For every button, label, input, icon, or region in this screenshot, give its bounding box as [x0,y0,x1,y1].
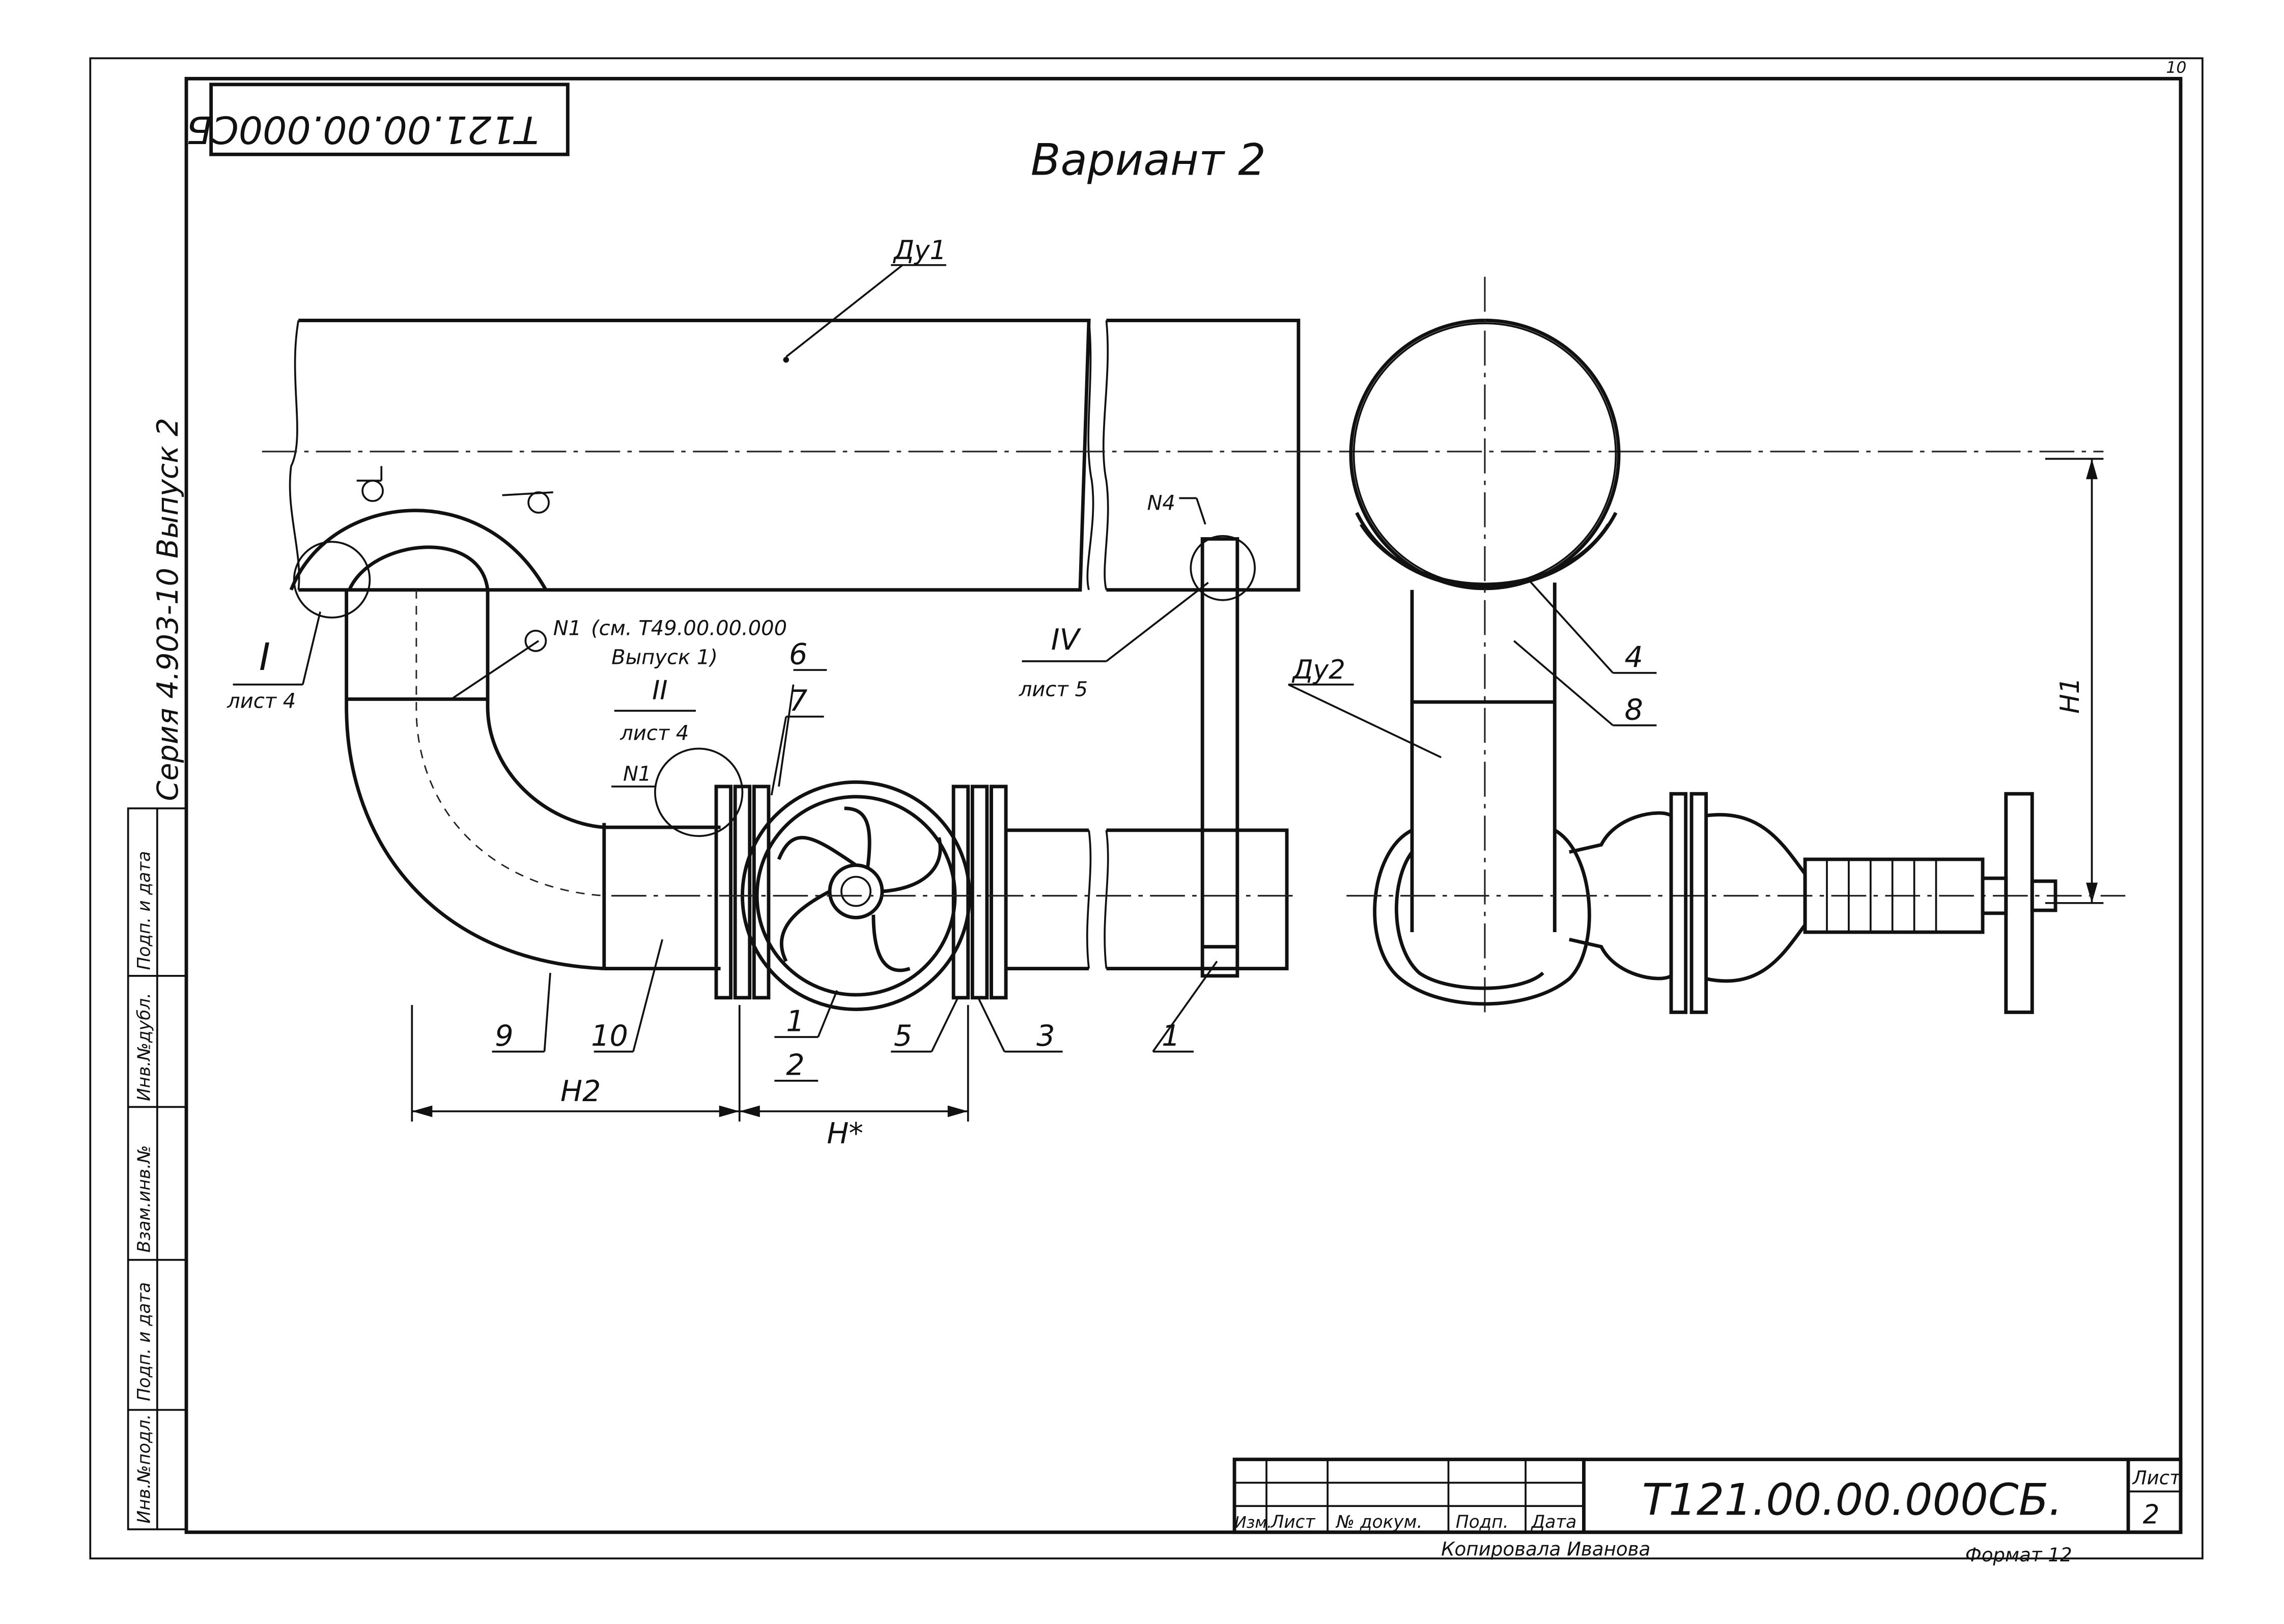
series-label: Серия 4.903-10 Выпуск 2 [151,418,185,801]
callout-IV-sheet: лист 5 [1019,678,1088,702]
stamp-vzam-inv: Взам.инв.№ [134,1145,155,1252]
dimension-lines [411,458,2104,1122]
outer-frame [89,57,2204,1560]
stamp-inv-podl: Инв.№подл. [134,1414,155,1524]
pos-8: 8 [1625,693,1643,726]
stamp-inv-dubl: Инв.№дубл. [134,993,155,1101]
saddle [289,466,553,591]
callout-N1-b: N1 [623,762,651,786]
tb-format: Формат 12 [1965,1544,2072,1566]
callout-N4: N4 [1147,491,1175,515]
tb-h-list: Лист [1270,1512,1316,1532]
rotated-code: Т121.00.00.000СБ [186,107,539,152]
label-dy1: Ду1 [893,235,946,266]
tb-h-dokum: № докум. [1335,1512,1422,1532]
pos-2: 2 [786,1048,804,1082]
side-view [1288,276,2126,1020]
stamp-podp-data-1: Подп. и дата [134,1282,155,1401]
detail-IV-circle [1190,535,1256,601]
tb-sheet-label: Лист [2132,1466,2182,1489]
rotated-code-box [209,82,570,156]
detail-I-circle [293,541,371,619]
left-stamp: Инв.№подл. Подп. и дата Взам.инв.№ Инв.№… [127,807,187,1530]
pos-10: 10 [591,1019,628,1053]
stamp-podp-data-2: Подп. и дата [134,851,155,970]
callout-II: II [652,675,667,706]
title-block [1232,1458,2183,1534]
pos-4: 4 [1625,640,1643,674]
callout-N1-ref2: Выпуск 1) [611,646,718,669]
callout-IV: IV [1051,623,1082,657]
tb-code: Т121.00.00.000СБ. [1642,1474,2063,1525]
title: Вариант 2 [1031,134,1266,185]
position-leaders [492,579,1657,1082]
detail-II-circle [654,747,744,837]
dim-h-star: H* [827,1117,863,1151]
tb-h-izm: Изм. [1234,1514,1272,1532]
tb-copied-by: Копировала Иванова [1441,1538,1650,1560]
support-strap [1200,537,1239,978]
callout-II-sheet: лист 4 [619,721,689,745]
label-dy2: Ду2 [1291,655,1345,685]
pos-3: 3 [1036,1019,1055,1053]
branch-elbow [345,590,721,970]
dim-h1: H1 [2055,677,2085,713]
main-pipe: Ду1 [262,235,2104,592]
tb-sheet-value: 2 [2143,1500,2160,1530]
callout-I: I [259,635,270,679]
dim-h2: H2 [560,1075,601,1108]
callout-N1-a: N1 [553,617,581,640]
pos-6: 6 [789,638,807,671]
sheet-number-top: 10 [2166,59,2186,77]
gate-valve [611,780,1296,1012]
tb-h-podp: Подп. [1456,1512,1509,1532]
callout-I-sheet: лист 4 [227,689,296,713]
pos-1: 1 [786,1005,804,1039]
callout-N1-ref1: (см. Т49.00.00.000 [591,617,787,640]
pos-9: 9 [495,1019,513,1053]
inner-frame [184,77,2183,1534]
tb-h-data: Дата [1530,1512,1576,1532]
pos-7: 7 [789,684,807,718]
pos-5: 5 [894,1019,912,1053]
pos-1b: 1 [1162,1019,1180,1053]
